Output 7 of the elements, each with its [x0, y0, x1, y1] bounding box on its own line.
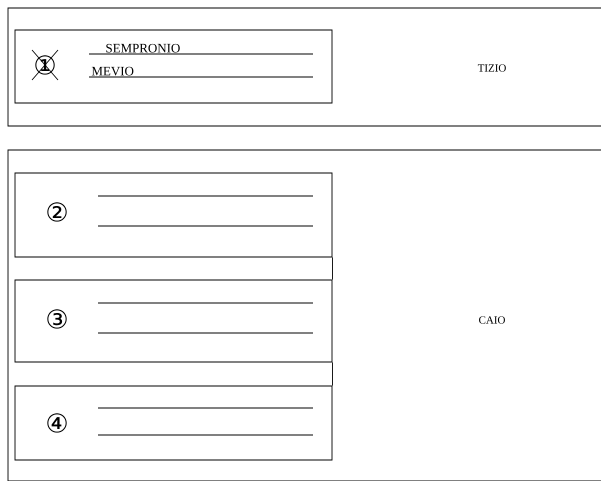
node-label: SEMPRONIO [106, 44, 180, 53]
numbered-box: ② [14, 172, 332, 258]
numbered-box: ③ [14, 280, 332, 362]
node-label: MEVIO [92, 66, 134, 76]
numbered-box: ④ [14, 386, 332, 460]
connector-line [332, 362, 333, 386]
connector-line [332, 257, 333, 280]
